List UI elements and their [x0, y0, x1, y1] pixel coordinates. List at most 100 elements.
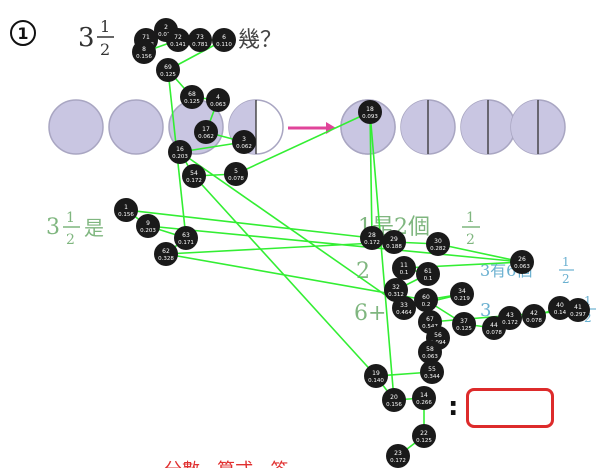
gaze-point-marker — [194, 120, 218, 144]
gaze-point-id: 19 — [372, 370, 380, 377]
gaze-trace-segment — [235, 111, 371, 175]
gaze-point: 60.110 — [212, 28, 236, 52]
gaze-point-marker — [418, 340, 442, 364]
gaze-point-value: 0.094 — [430, 340, 446, 346]
gaze-point-id: 41 — [574, 304, 582, 311]
gaze-point-marker — [392, 256, 416, 280]
blue-fraction2-denominator: 2 — [584, 311, 592, 325]
gaze-point: 410.297 — [566, 298, 590, 322]
answer-input-box[interactable] — [466, 388, 554, 428]
gaze-trace-segment — [147, 225, 523, 263]
right-circle-3-shaded-half — [461, 100, 488, 154]
gaze-point-value: 0.266 — [416, 400, 432, 406]
gaze-point-id: 40 — [556, 302, 564, 309]
gaze-point-id: 14 — [420, 392, 428, 399]
gaze-point-value: 0.297 — [570, 312, 586, 318]
gaze-point: 550.344 — [420, 360, 444, 384]
gaze-point-id: 3 — [242, 136, 246, 143]
answer-colon: : — [448, 392, 459, 422]
gaze-point: 110.1 — [392, 256, 416, 280]
gaze-point-id: 8 — [142, 46, 146, 53]
gaze-trace-segment — [165, 253, 427, 301]
gaze-point-value: 0.219 — [454, 296, 470, 302]
gaze-point-id: 26 — [518, 256, 526, 263]
gaze-point-id: 73 — [196, 34, 204, 41]
gaze-point-value: 0.1 — [424, 276, 433, 282]
gaze-point-value: 0.078 — [228, 176, 244, 182]
right-fraction-numerator: 1 — [466, 210, 475, 226]
gaze-point: 420.078 — [522, 304, 546, 328]
gaze-point: 50.078 — [224, 162, 248, 186]
gaze-point-marker — [392, 296, 416, 320]
gaze-trace-segment — [179, 151, 405, 309]
gaze-point: 300.282 — [426, 232, 450, 256]
gaze-point-id: 5 — [234, 168, 238, 175]
gaze-point-value: 0.016 — [158, 32, 174, 38]
blue-fraction-denominator: 2 — [562, 272, 570, 286]
gaze-point-value: 0.125 — [416, 438, 432, 444]
gaze-point-marker — [174, 226, 198, 250]
question-number-badge: 1 — [10, 20, 36, 46]
gaze-point-marker — [384, 278, 408, 302]
left-fraction-numerator: 1 — [66, 210, 75, 226]
gaze-point-marker — [136, 214, 160, 238]
gaze-point-id: 54 — [190, 170, 198, 177]
gaze-point-value: 0.172 — [186, 178, 202, 184]
gaze-point-marker — [416, 262, 440, 286]
gaze-point-id: 4 — [216, 94, 220, 101]
gaze-point-value: 0.203 — [140, 228, 156, 234]
gaze-point-value: 0.125 — [184, 99, 200, 105]
gaze-point-value: 0.078 — [526, 318, 542, 324]
left-fraction-denominator: 2 — [66, 232, 75, 248]
gaze-point: 620.328 — [154, 242, 178, 266]
gaze-point: 170.062 — [194, 120, 218, 144]
question-suffix: 幾？ — [238, 28, 282, 53]
gaze-point-marker — [450, 282, 474, 306]
gaze-point: 220.125 — [412, 424, 436, 448]
gaze-point-value: 0.062 — [198, 134, 214, 140]
gaze-point-marker — [154, 242, 178, 266]
gaze-point-marker — [498, 306, 522, 330]
gaze-point-marker — [386, 444, 410, 468]
gaze-point-id: 9 — [146, 220, 150, 227]
gaze-point-value: 0.1 — [400, 270, 409, 276]
gaze-point: 600.2 — [414, 288, 438, 312]
gaze-point-marker — [382, 230, 406, 254]
gaze-point: 10.156 — [114, 198, 138, 222]
gaze-point: 580.063 — [418, 340, 442, 364]
gaze-point-id: 58 — [426, 346, 434, 353]
gaze-point-marker — [156, 58, 180, 82]
gaze-point: 30.062 — [232, 130, 256, 154]
gaze-point-marker — [382, 388, 406, 412]
gaze-trace-segment — [369, 111, 395, 401]
gaze-point-marker — [168, 140, 192, 164]
gaze-point: 680.125 — [180, 85, 204, 109]
gaze-point-marker — [426, 232, 450, 256]
gaze-point: 90.203 — [136, 214, 160, 238]
left-circle-1 — [48, 99, 104, 155]
gaze-point-marker — [358, 100, 382, 124]
gaze-point-marker — [166, 28, 190, 52]
gaze-point-value: 0.063 — [210, 102, 226, 108]
left-fraction-whole: 3 — [46, 215, 60, 240]
gaze-point-value: 0.344 — [424, 374, 440, 380]
question-number: 1 — [17, 23, 29, 43]
gaze-point-value: 0.203 — [172, 154, 188, 160]
right-circle-4-shaded-half — [511, 100, 538, 154]
gaze-point-marker — [420, 360, 444, 384]
gaze-point-id: 42 — [530, 310, 538, 317]
gaze-point-value: 0.156 — [136, 54, 152, 60]
gaze-point-id: 67 — [426, 316, 434, 323]
gaze-point-id: 55 — [428, 366, 436, 373]
gaze-point-value: 0.2 — [422, 302, 431, 308]
gaze-point: 280.172 — [360, 226, 384, 250]
equation-b: 6+ — [354, 301, 386, 326]
gaze-point-value: 0.063 — [514, 264, 530, 270]
gaze-trace-segment — [125, 209, 373, 239]
bottom-note: 分數 · 算式 · 答 — [164, 460, 288, 468]
gaze-point-id: 72 — [174, 34, 182, 41]
gaze-point: 160.203 — [168, 140, 192, 164]
gaze-point-value: 0.156 — [386, 402, 402, 408]
gaze-point-value: 0.172 — [502, 320, 518, 326]
gaze-point-value: 0.110 — [216, 42, 232, 48]
